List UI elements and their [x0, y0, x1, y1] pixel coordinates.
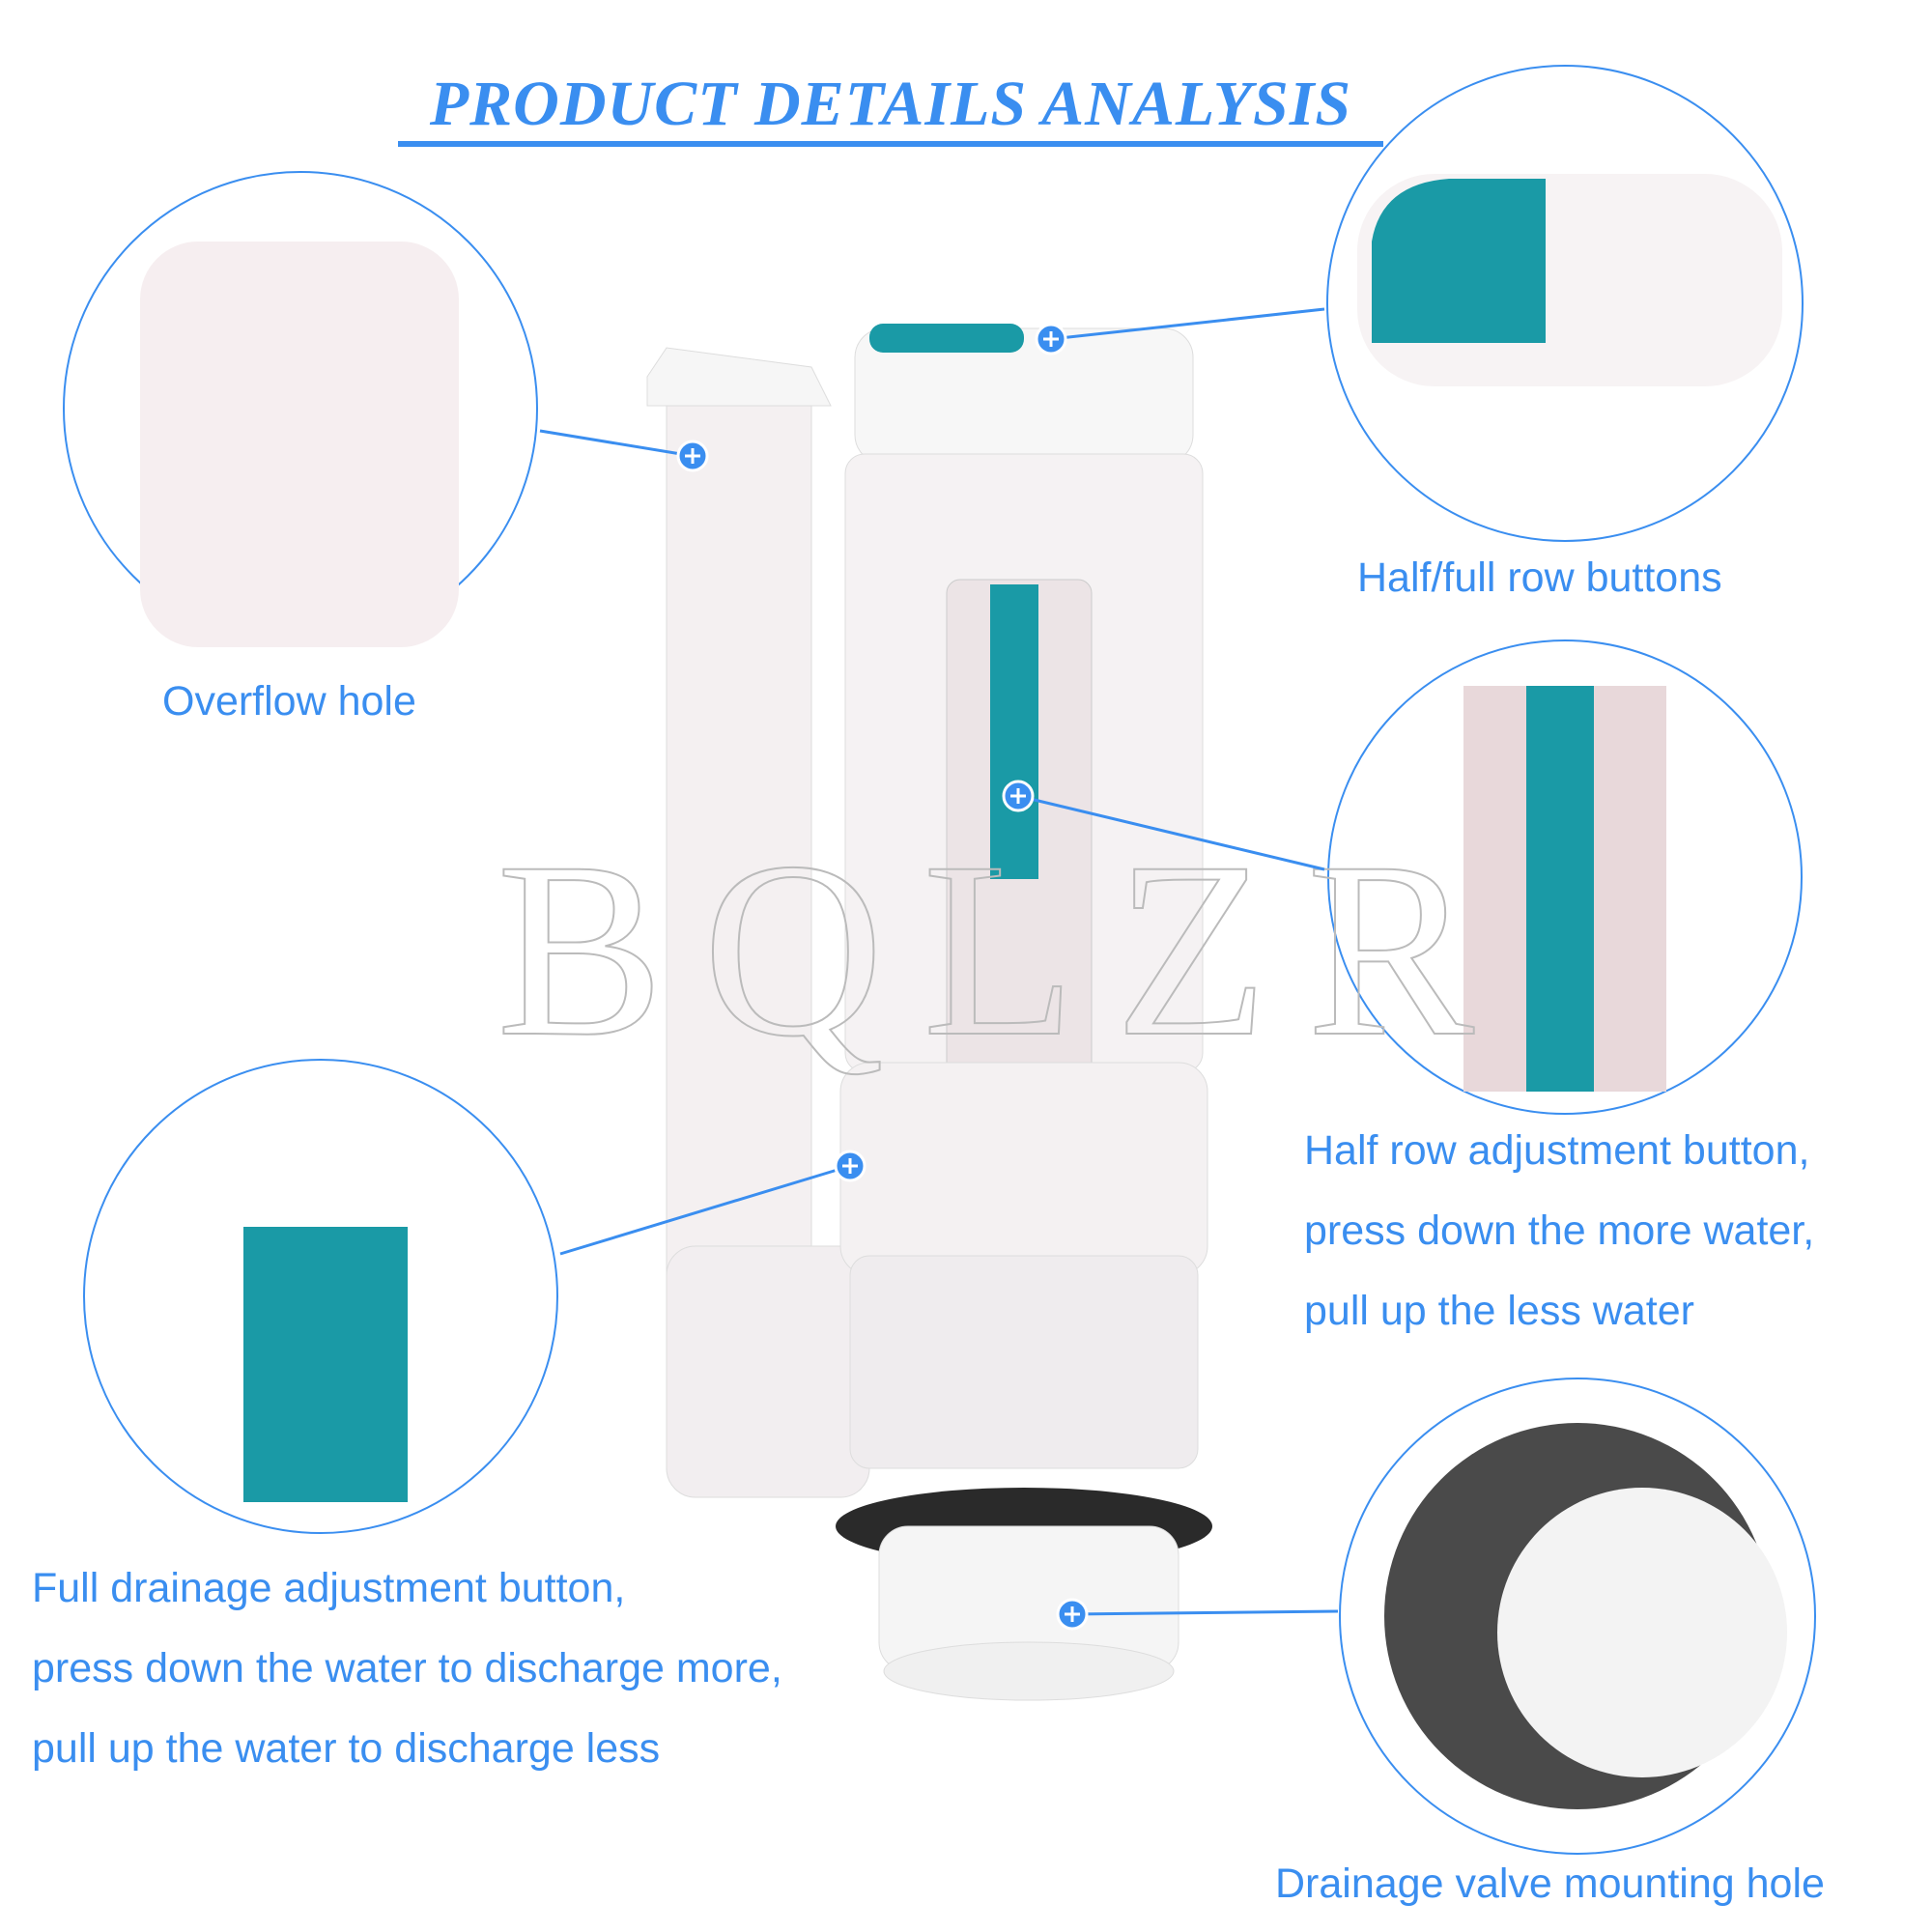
label-half-row: Half row adjustment button, press down t…: [1304, 1111, 1814, 1351]
page-title: PRODUCT DETAILS ANALYSIS: [429, 69, 1352, 139]
label-line: pull up the less water: [1304, 1288, 1694, 1334]
leader-line: [539, 429, 694, 458]
label-line: press down the water to discharge more,: [32, 1645, 782, 1691]
leader-line: [1050, 307, 1325, 341]
label-line: press down the more water,: [1304, 1208, 1815, 1254]
label-mounting-hole: Drainage valve mounting hole: [1275, 1861, 1825, 1907]
valve-body: [836, 324, 1212, 1701]
leader-line: [1017, 794, 1325, 871]
plus-circle-icon[interactable]: [1002, 780, 1035, 812]
detail-circle-mounting: [1339, 1378, 1816, 1855]
overflow-tube: [646, 347, 870, 1498]
label-line: Full drainage adjustment button,: [32, 1565, 626, 1611]
overflow-detail: [140, 242, 459, 647]
watermark: BQLZR: [497, 810, 1513, 1089]
leader-line: [559, 1164, 851, 1256]
label-line: Half row adjustment button,: [1304, 1127, 1810, 1174]
detail-circle-buttons: [1326, 65, 1804, 542]
plus-circle-icon[interactable]: [1056, 1598, 1089, 1631]
plus-circle-icon[interactable]: [1035, 323, 1067, 355]
full-drainage-detail: [243, 1227, 408, 1502]
plus-circle-icon[interactable]: [834, 1150, 867, 1182]
label-overflow-hole: Overflow hole: [162, 678, 416, 724]
title-underline: [398, 141, 1383, 147]
label-line: pull up the water to discharge less: [32, 1725, 661, 1772]
label-full-drainage: Full drainage adjustment button, press d…: [32, 1548, 782, 1789]
label-buttons: Half/full row buttons: [1357, 554, 1722, 601]
leader-line: [1071, 1609, 1339, 1616]
detail-circle-half-row: [1327, 639, 1803, 1115]
plus-circle-icon[interactable]: [676, 440, 709, 472]
detail-circle-full-drainage: [83, 1059, 558, 1534]
